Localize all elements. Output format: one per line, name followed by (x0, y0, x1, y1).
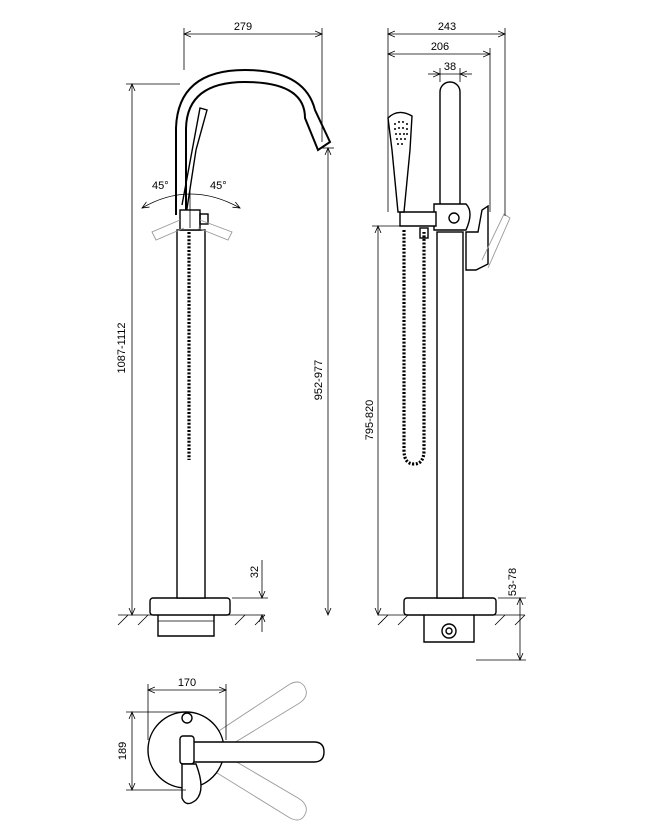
side-base-plate (403, 597, 497, 616)
front-base-plate (149, 597, 231, 616)
base-height-label: 32 (249, 566, 261, 578)
front-base-sub (157, 615, 215, 637)
front-column (176, 229, 206, 599)
handshower-nozzles (394, 121, 408, 145)
front-view: 45° 45° 279 1087-1112 952-977 32 (116, 21, 334, 637)
top-handshower (181, 763, 202, 805)
angle-right-label: 45° (210, 180, 227, 192)
side-spout (439, 81, 461, 213)
side-column (436, 231, 464, 599)
front-lever-right-ghost (197, 219, 233, 241)
angle-left-label: 45° (152, 180, 169, 192)
top-lever-ghost-up (195, 681, 307, 761)
side-handshower-label: 38 (444, 61, 456, 73)
side-base-screw (441, 623, 457, 639)
side-holder-height-label: 795-820 (364, 400, 376, 440)
floor-adjust-label: 53-78 (507, 568, 519, 596)
front-spout-height-label: 952-977 (313, 360, 325, 400)
front-handshower (181, 107, 208, 216)
side-mixer-body (433, 203, 471, 231)
side-lever-ghost (481, 213, 511, 269)
side-lever (465, 204, 489, 271)
side-holder (399, 211, 437, 227)
side-width-label: 243 (438, 21, 456, 33)
top-view: 170 189 (117, 677, 325, 821)
top-lever-ghost-down (195, 743, 307, 821)
side-spout-label: 206 (431, 41, 449, 53)
front-lever-left-ghost (151, 219, 185, 241)
side-base-sub (423, 615, 475, 643)
top-depth-label: 189 (117, 742, 129, 760)
top-lever (181, 741, 325, 763)
top-column (179, 735, 195, 765)
front-total-height-label: 1087-1112 (116, 323, 128, 374)
front-spout (175, 68, 332, 215)
front-floor (117, 614, 266, 626)
side-handshower (387, 111, 413, 213)
top-width-label: 170 (178, 677, 196, 689)
angle-arc (142, 193, 240, 208)
top-screw (181, 712, 193, 724)
side-view: 243 206 38 795-820 53-78 (364, 21, 526, 660)
front-width-label: 279 (234, 21, 252, 33)
side-floor (377, 614, 526, 626)
side-hose (402, 230, 426, 466)
